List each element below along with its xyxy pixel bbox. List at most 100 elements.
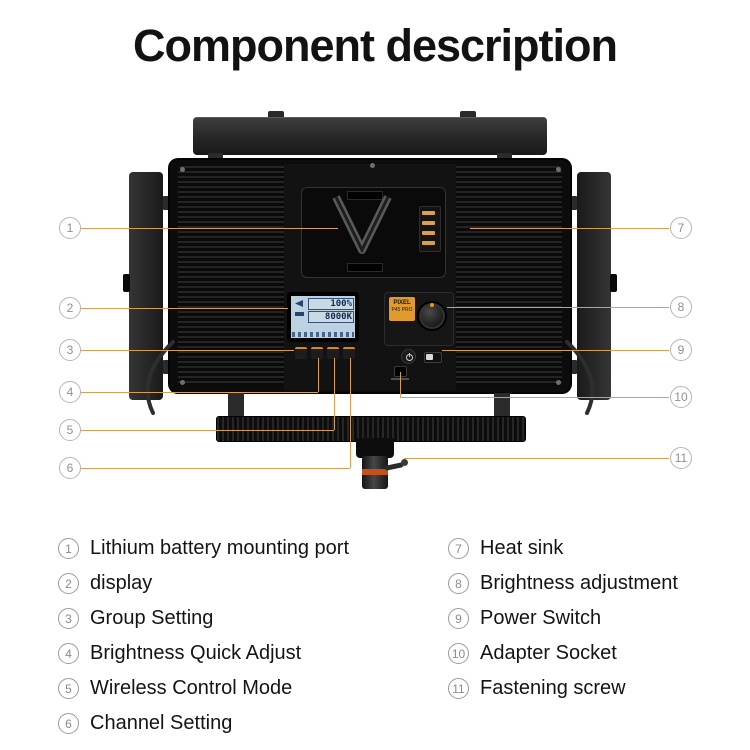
callout-line-3 xyxy=(81,350,294,351)
callout-line-2 xyxy=(81,308,288,309)
callout-circle-3: 3 xyxy=(59,339,81,361)
fastening-screw-tip xyxy=(401,459,408,466)
legend-label-11: Fastening screw xyxy=(480,677,626,699)
legend-label-2: display xyxy=(90,572,153,594)
callout-circle-11: 11 xyxy=(670,447,692,469)
legend-num-7: 7 xyxy=(448,538,469,559)
legend-item: 10 Adapter Socket xyxy=(448,636,678,671)
brand-label: PIXEL P45 PRO xyxy=(389,297,415,321)
legend-label-8: Brightness adjustment xyxy=(480,572,678,594)
legend-right-column: 7 Heat sink 8 Brightness adjustment 9 Po… xyxy=(448,531,678,706)
callout-line-7 xyxy=(470,228,669,229)
power-button xyxy=(401,349,416,364)
right-barn-door xyxy=(577,172,611,400)
callout-circle-5: 5 xyxy=(59,419,81,441)
knob-marker-icon xyxy=(430,303,434,307)
legend-num-2: 2 xyxy=(58,573,79,594)
callout-circle-8: 8 xyxy=(670,296,692,318)
left-flap-knob xyxy=(123,274,130,292)
legend-item: 5 Wireless Control Mode xyxy=(58,671,349,706)
legend-item: 4 Brightness Quick Adjust xyxy=(58,636,349,671)
legend-item: 6 Channel Setting xyxy=(58,706,349,741)
bottom-hinge-left xyxy=(228,393,244,418)
callout-circle-4: 4 xyxy=(59,381,81,403)
legend-item: 9 Power Switch xyxy=(448,601,678,636)
callout-line-5 xyxy=(81,430,334,431)
brightness-quick-adjust-button xyxy=(311,347,323,359)
screw-icon xyxy=(556,167,561,172)
top-barn-door xyxy=(193,117,547,155)
legend-label-6: Channel Setting xyxy=(90,712,233,734)
top-hinge-left xyxy=(208,153,223,162)
page-title: Component description xyxy=(133,20,618,71)
legend-item: 8 Brightness adjustment xyxy=(448,566,678,601)
callout-circle-9: 9 xyxy=(670,339,692,361)
brand-name: PIXEL xyxy=(393,300,411,306)
legend-num-6: 6 xyxy=(58,713,79,734)
screw-icon xyxy=(180,167,185,172)
legend-left-column: 1 Lithium battery mounting port 2 displa… xyxy=(58,531,349,741)
callout-line-11 xyxy=(404,458,669,459)
switch-knob-icon xyxy=(426,354,433,360)
wireless-control-mode-button xyxy=(327,347,339,359)
screw-ring xyxy=(362,469,388,475)
lcd-brightness-value: 100% xyxy=(308,298,354,310)
callout-circle-7: 7 xyxy=(670,217,692,239)
battery-contacts xyxy=(419,206,441,252)
legend-label-9: Power Switch xyxy=(480,607,602,629)
callout-line-10v xyxy=(400,372,401,397)
callout-line-5v xyxy=(334,358,335,430)
battery-slot-bottom xyxy=(347,263,383,272)
callout-circle-1: 1 xyxy=(59,217,81,239)
power-icon xyxy=(406,353,413,361)
mount-bracket xyxy=(356,438,394,458)
legend-label-10: Adapter Socket xyxy=(480,642,617,664)
battery-pin-icon xyxy=(422,231,435,235)
legend-label-1: Lithium battery mounting port xyxy=(90,537,350,559)
callout-line-8 xyxy=(447,307,669,308)
legend-item: 11 Fastening screw xyxy=(448,671,678,706)
lcd-display: 100% 8000K xyxy=(291,296,355,338)
callout-line-10 xyxy=(400,397,669,398)
battery-pin-icon xyxy=(422,241,435,245)
callout-line-9 xyxy=(442,350,669,351)
lcd-color-temp-value: 8000K xyxy=(308,311,354,323)
legend-label-4: Brightness Quick Adjust xyxy=(90,642,302,664)
legend-label-7: Heat sink xyxy=(480,537,564,559)
battery-slot-top xyxy=(347,191,383,200)
callout-line-4v xyxy=(318,358,319,392)
callout-circle-6: 6 xyxy=(59,457,81,479)
lcd-bar-icon xyxy=(294,312,304,316)
top-flap-tab-left xyxy=(268,111,284,119)
legend-num-11: 11 xyxy=(448,678,469,699)
channel-setting-button xyxy=(343,347,355,359)
screw-icon xyxy=(370,163,375,168)
legend-item: 1 Lithium battery mounting port xyxy=(58,531,349,566)
legend-item: 3 Group Setting xyxy=(58,601,349,636)
right-flap-knob xyxy=(610,274,617,292)
legend-item: 2 display xyxy=(58,566,349,601)
left-hinge-top xyxy=(163,196,171,210)
screw-icon xyxy=(180,380,185,385)
legend-num-5: 5 xyxy=(58,678,79,699)
lcd-status-row xyxy=(292,332,354,337)
callout-line-6 xyxy=(81,468,350,469)
legend-num-3: 3 xyxy=(58,608,79,629)
legend-item: 7 Heat sink xyxy=(448,531,678,566)
battery-pin-icon xyxy=(422,221,435,225)
callout-line-6v xyxy=(350,358,351,468)
top-flap-tab-right xyxy=(460,111,476,119)
legend-num-8: 8 xyxy=(448,573,469,594)
battery-pin-icon xyxy=(422,211,435,215)
legend-label-3: Group Setting xyxy=(90,607,214,629)
legend-label-5: Wireless Control Mode xyxy=(90,677,293,699)
lcd-arrow-icon xyxy=(295,300,303,307)
group-setting-button xyxy=(295,347,307,359)
legend-num-1: 1 xyxy=(58,538,79,559)
lcd-mode-icons xyxy=(292,297,306,331)
callout-line-4 xyxy=(81,392,318,393)
left-barn-door xyxy=(129,172,163,400)
callout-circle-10: 10 xyxy=(670,386,692,408)
right-hinge-bottom xyxy=(569,360,577,374)
